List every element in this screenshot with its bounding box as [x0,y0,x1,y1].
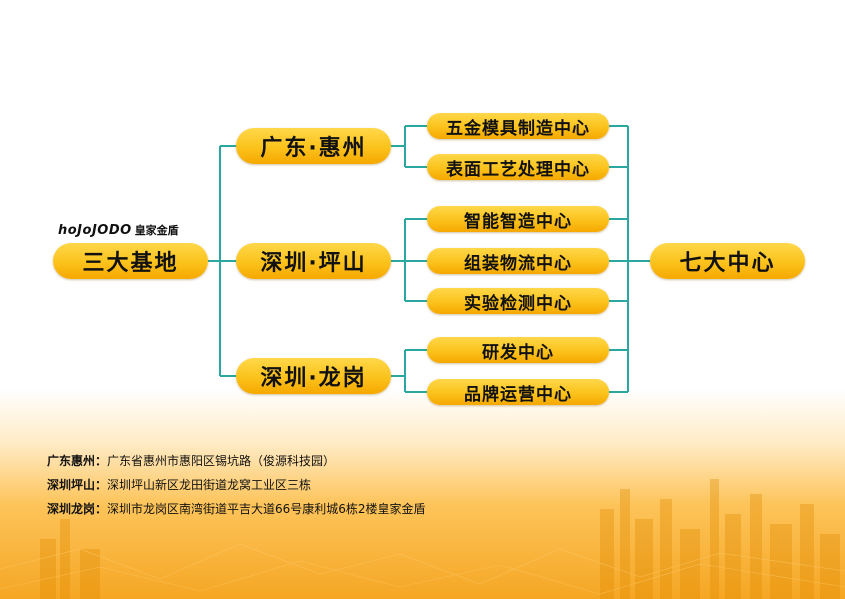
base-node-label: 深圳·坪山 [260,251,367,276]
base-node-pingshan: 深圳·坪山 [236,243,391,279]
address-line-pingshan: 深圳坪山：深圳坪山新区龙田街道龙窝工业区三栋 [47,476,311,493]
center-node-label: 组装物流中心 [464,253,572,274]
center-node-label: 五金模具制造中心 [446,118,590,139]
address-name: 深圳龙岗： [47,502,108,516]
root-node: 三大基地 [53,243,208,279]
summary-node: 七大中心 [650,243,805,279]
base-node-longgang: 深圳·龙岗 [236,358,391,394]
summary-node-label: 七大中心 [679,251,776,276]
company-logo: hoJoJODO 皇家金盾 [58,222,179,238]
logo-latin-text: hoJoJODO [58,222,132,238]
address-text: 深圳坪山新区龙田街道龙窝工业区三栋 [107,478,312,492]
center-node: 研发中心 [427,337,609,363]
center-node-label: 智能智造中心 [464,211,572,232]
center-node-label: 实验检测中心 [464,293,572,314]
center-node: 五金模具制造中心 [427,113,609,139]
address-text: 广东省惠州市惠阳区锡坑路（俊源科技园） [107,454,336,468]
address-text: 深圳市龙岗区南湾街道平吉大道66号康利城6栋2楼皇家金盾 [107,502,426,516]
logo-chinese-text: 皇家金盾 [134,224,179,237]
center-node-label: 表面工艺处理中心 [446,159,590,180]
address-line-huizhou: 广东惠州：广东省惠州市惠阳区锡坑路（俊源科技园） [47,452,335,469]
root-node-label: 三大基地 [82,251,179,276]
background-gradient [0,389,845,599]
address-name: 深圳坪山： [47,478,108,492]
base-node-huizhou: 广东·惠州 [236,128,391,164]
center-node: 实验检测中心 [427,288,609,314]
base-node-label: 深圳·龙岗 [260,366,367,391]
center-node: 智能智造中心 [427,206,609,232]
center-node-label: 品牌运营中心 [464,384,572,405]
address-name: 广东惠州： [47,454,108,468]
base-node-label: 广东·惠州 [260,136,367,161]
city-skyline-background [0,479,845,599]
center-node-label: 研发中心 [482,342,554,363]
center-node: 品牌运营中心 [427,379,609,405]
address-line-longgang: 深圳龙岗：深圳市龙岗区南湾街道平吉大道66号康利城6栋2楼皇家金盾 [47,500,426,517]
center-node: 表面工艺处理中心 [427,154,609,180]
center-node: 组装物流中心 [427,248,609,274]
